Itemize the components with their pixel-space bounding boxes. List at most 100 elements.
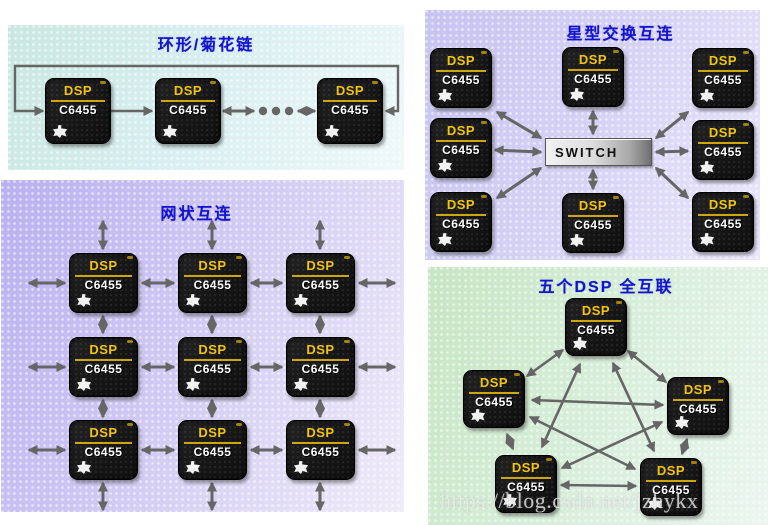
chip-model: C6455	[301, 277, 340, 292]
chip-label: DSP	[198, 258, 227, 273]
chip-label: DSP	[683, 382, 713, 397]
panel-mesh-title: 网状互连	[160, 206, 233, 223]
connection-arrow	[679, 437, 690, 456]
connection-arrow	[525, 348, 565, 378]
connection-arrow	[654, 110, 690, 140]
chip-model: C6455	[679, 401, 717, 416]
connection-arrow	[493, 145, 543, 157]
chip-label: DSP	[63, 83, 93, 98]
ti-logo-icon	[438, 159, 452, 172]
chip-divider	[435, 139, 487, 142]
switch-label: SWITCH	[555, 144, 619, 160]
chip-divider	[697, 69, 749, 72]
ti-logo-icon	[700, 161, 714, 174]
chip-label: DSP	[198, 342, 227, 357]
ti-logo-icon	[294, 378, 308, 391]
connection-arrow	[626, 349, 668, 384]
chip-label: DSP	[479, 375, 509, 390]
ellipsis-dot	[271, 106, 281, 116]
chip-model: C6455	[574, 217, 612, 232]
ti-logo-icon	[700, 233, 714, 246]
ti-logo-icon	[294, 461, 308, 474]
chip-model: C6455	[442, 72, 480, 87]
chip-divider	[161, 99, 215, 102]
ti-logo-icon	[438, 233, 452, 246]
chip-divider	[75, 441, 132, 444]
chip-model: C6455	[652, 482, 690, 497]
connection-arrow	[13, 64, 400, 116]
chip-label: DSP	[446, 53, 476, 68]
chip-model: C6455	[577, 322, 615, 337]
dsp-chip: DSP C6455	[69, 253, 138, 313]
chip-label: DSP	[89, 425, 118, 440]
chip-model: C6455	[507, 479, 545, 494]
ti-logo-icon	[573, 337, 587, 350]
chip-label: DSP	[446, 123, 476, 138]
chip-divider	[567, 214, 619, 217]
connection-arrow	[559, 480, 638, 491]
chip-model: C6455	[574, 71, 612, 86]
chip-label: DSP	[708, 197, 738, 212]
chip-model: C6455	[475, 394, 513, 409]
connection-arrow	[495, 110, 543, 140]
chip-model: C6455	[193, 277, 232, 292]
ring-connection-lines	[13, 64, 400, 116]
chip-divider	[672, 398, 724, 401]
dsp-chip: DSP C6455	[178, 253, 247, 313]
connection-arrow	[505, 432, 515, 451]
chip-model: C6455	[704, 216, 742, 231]
chip-model: C6455	[442, 142, 480, 157]
ellipsis-dot	[258, 106, 268, 116]
chip-label: DSP	[708, 53, 738, 68]
chip-label: DSP	[173, 83, 203, 98]
dsp-chip: DSP C6455	[562, 193, 624, 253]
ti-logo-icon	[77, 294, 91, 307]
chip-divider	[697, 213, 749, 216]
chip-divider	[184, 358, 241, 361]
chip-label: DSP	[89, 258, 118, 273]
connection-arrow	[654, 146, 690, 157]
chip-label: DSP	[446, 197, 476, 212]
chip-divider	[567, 68, 619, 71]
chip-divider	[51, 99, 105, 102]
chip-model: C6455	[84, 361, 123, 376]
chip-divider	[435, 69, 487, 72]
dsp-chip: DSP C6455	[692, 48, 754, 108]
chip-label: DSP	[578, 198, 608, 213]
ti-logo-icon	[570, 234, 584, 247]
ti-logo-icon	[438, 89, 452, 102]
chip-label: DSP	[306, 258, 335, 273]
connection-arrow	[560, 420, 664, 470]
chip-model: C6455	[442, 216, 480, 231]
connection-arrow	[540, 362, 582, 449]
chip-divider	[75, 274, 132, 277]
ti-logo-icon	[186, 461, 200, 474]
chip-model: C6455	[704, 72, 742, 87]
watermark: https://blog.csdn.net/jzhykx	[440, 488, 699, 513]
chip-divider	[570, 319, 622, 322]
chip-model: C6455	[193, 444, 232, 459]
chip-divider	[292, 274, 349, 277]
ti-logo-icon	[471, 409, 485, 422]
dsp-chip: DSP C6455	[430, 118, 492, 178]
chip-model: C6455	[84, 277, 123, 292]
dsp-chip: DSP C6455	[667, 377, 729, 435]
chip-divider	[184, 274, 241, 277]
dsp-chip: DSP C6455	[430, 48, 492, 108]
ti-logo-icon	[700, 89, 714, 102]
connection-arrow	[530, 395, 665, 410]
chip-divider	[75, 358, 132, 361]
chip-label: DSP	[198, 425, 227, 440]
